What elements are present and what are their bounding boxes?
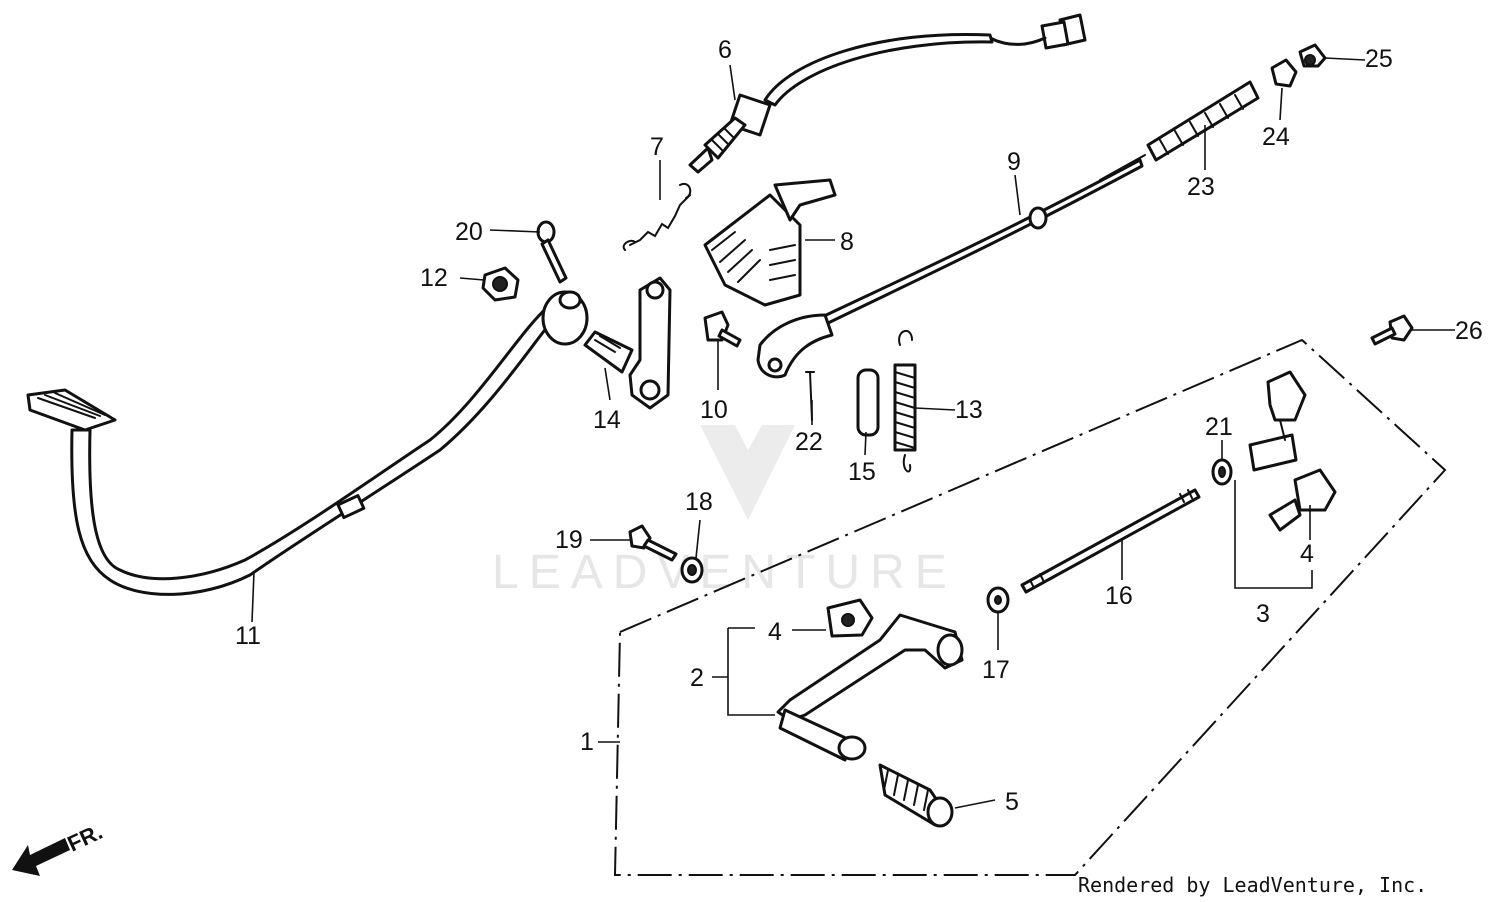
callout-17: 17 bbox=[982, 656, 1010, 684]
callout-11: 11 bbox=[235, 622, 261, 650]
grip-part-5 bbox=[878, 763, 954, 828]
callout-12: 12 bbox=[420, 264, 448, 292]
bolt-part-20 bbox=[536, 220, 568, 284]
washer-part-18 bbox=[680, 556, 704, 584]
nut-part-25 bbox=[1298, 43, 1327, 68]
callout-18: 18 bbox=[685, 488, 713, 516]
callout-21: 21 bbox=[1205, 413, 1233, 441]
bolt-part-10 bbox=[703, 310, 742, 348]
pivot-link-part-14 bbox=[583, 276, 672, 410]
bracket-part-8 bbox=[703, 178, 837, 307]
callout-4-upper: 4 bbox=[1300, 540, 1314, 568]
assembly-boundary bbox=[613, 338, 1447, 876]
bolt-part-26 bbox=[1370, 314, 1414, 346]
callout-1: 1 bbox=[580, 728, 594, 756]
callout-13: 13 bbox=[955, 396, 983, 424]
direction-label: FR. bbox=[64, 819, 107, 857]
callouts: 6 7 8 9 25 24 23 20 12 14 10 22 15 13 21… bbox=[235, 36, 1483, 816]
arrow-left-icon bbox=[12, 838, 70, 876]
callout-9: 9 bbox=[1007, 148, 1021, 176]
callout-8: 8 bbox=[840, 228, 854, 256]
callout-10: 10 bbox=[700, 396, 728, 424]
callout-2: 2 bbox=[690, 664, 704, 692]
callout-5: 5 bbox=[1005, 788, 1019, 816]
spring-part-13 bbox=[893, 330, 917, 473]
washer-part-21 bbox=[1211, 458, 1233, 486]
callout-20: 20 bbox=[455, 218, 483, 246]
callout-15: 15 bbox=[848, 458, 876, 486]
callout-26: 26 bbox=[1455, 317, 1483, 345]
spring-part-23 bbox=[1146, 80, 1260, 162]
callout-14: 14 bbox=[593, 406, 621, 434]
callout-3: 3 bbox=[1256, 600, 1270, 628]
callout-19: 19 bbox=[555, 526, 583, 554]
callout-6: 6 bbox=[718, 36, 732, 64]
callout-16: 16 bbox=[1105, 582, 1133, 610]
brake-pedal-part bbox=[26, 290, 589, 596]
collar-part-15 bbox=[856, 368, 880, 437]
callout-24: 24 bbox=[1262, 123, 1290, 151]
callout-4-lower: 4 bbox=[768, 618, 782, 646]
front-direction-indicator: FR. bbox=[12, 819, 106, 876]
switch-cable-part-6 bbox=[688, 13, 1087, 174]
watermark: LEADVENTURE bbox=[492, 425, 947, 599]
nut-part-17 bbox=[986, 586, 1010, 614]
bolt-part-19 bbox=[628, 524, 678, 562]
spring-part-7 bbox=[622, 182, 692, 251]
leader-lines bbox=[251, 57, 1455, 809]
watermark-logo-icon bbox=[700, 425, 795, 520]
joint-part-4 bbox=[826, 598, 874, 638]
callout-22: 22 bbox=[795, 428, 823, 456]
nut-part-24 bbox=[1270, 58, 1298, 88]
callout-7: 7 bbox=[650, 133, 664, 161]
shift-rod-part-16 bbox=[1020, 488, 1201, 594]
joint-part-3 bbox=[1248, 370, 1337, 532]
shift-pedal-part-2 bbox=[776, 613, 964, 762]
brake-rod-part-9 bbox=[756, 154, 1146, 379]
render-credit: Rendered by LeadVenture, Inc. bbox=[1078, 873, 1427, 897]
nut-part-12 bbox=[481, 266, 520, 302]
callout-25: 25 bbox=[1365, 45, 1393, 73]
callout-23: 23 bbox=[1187, 173, 1215, 201]
